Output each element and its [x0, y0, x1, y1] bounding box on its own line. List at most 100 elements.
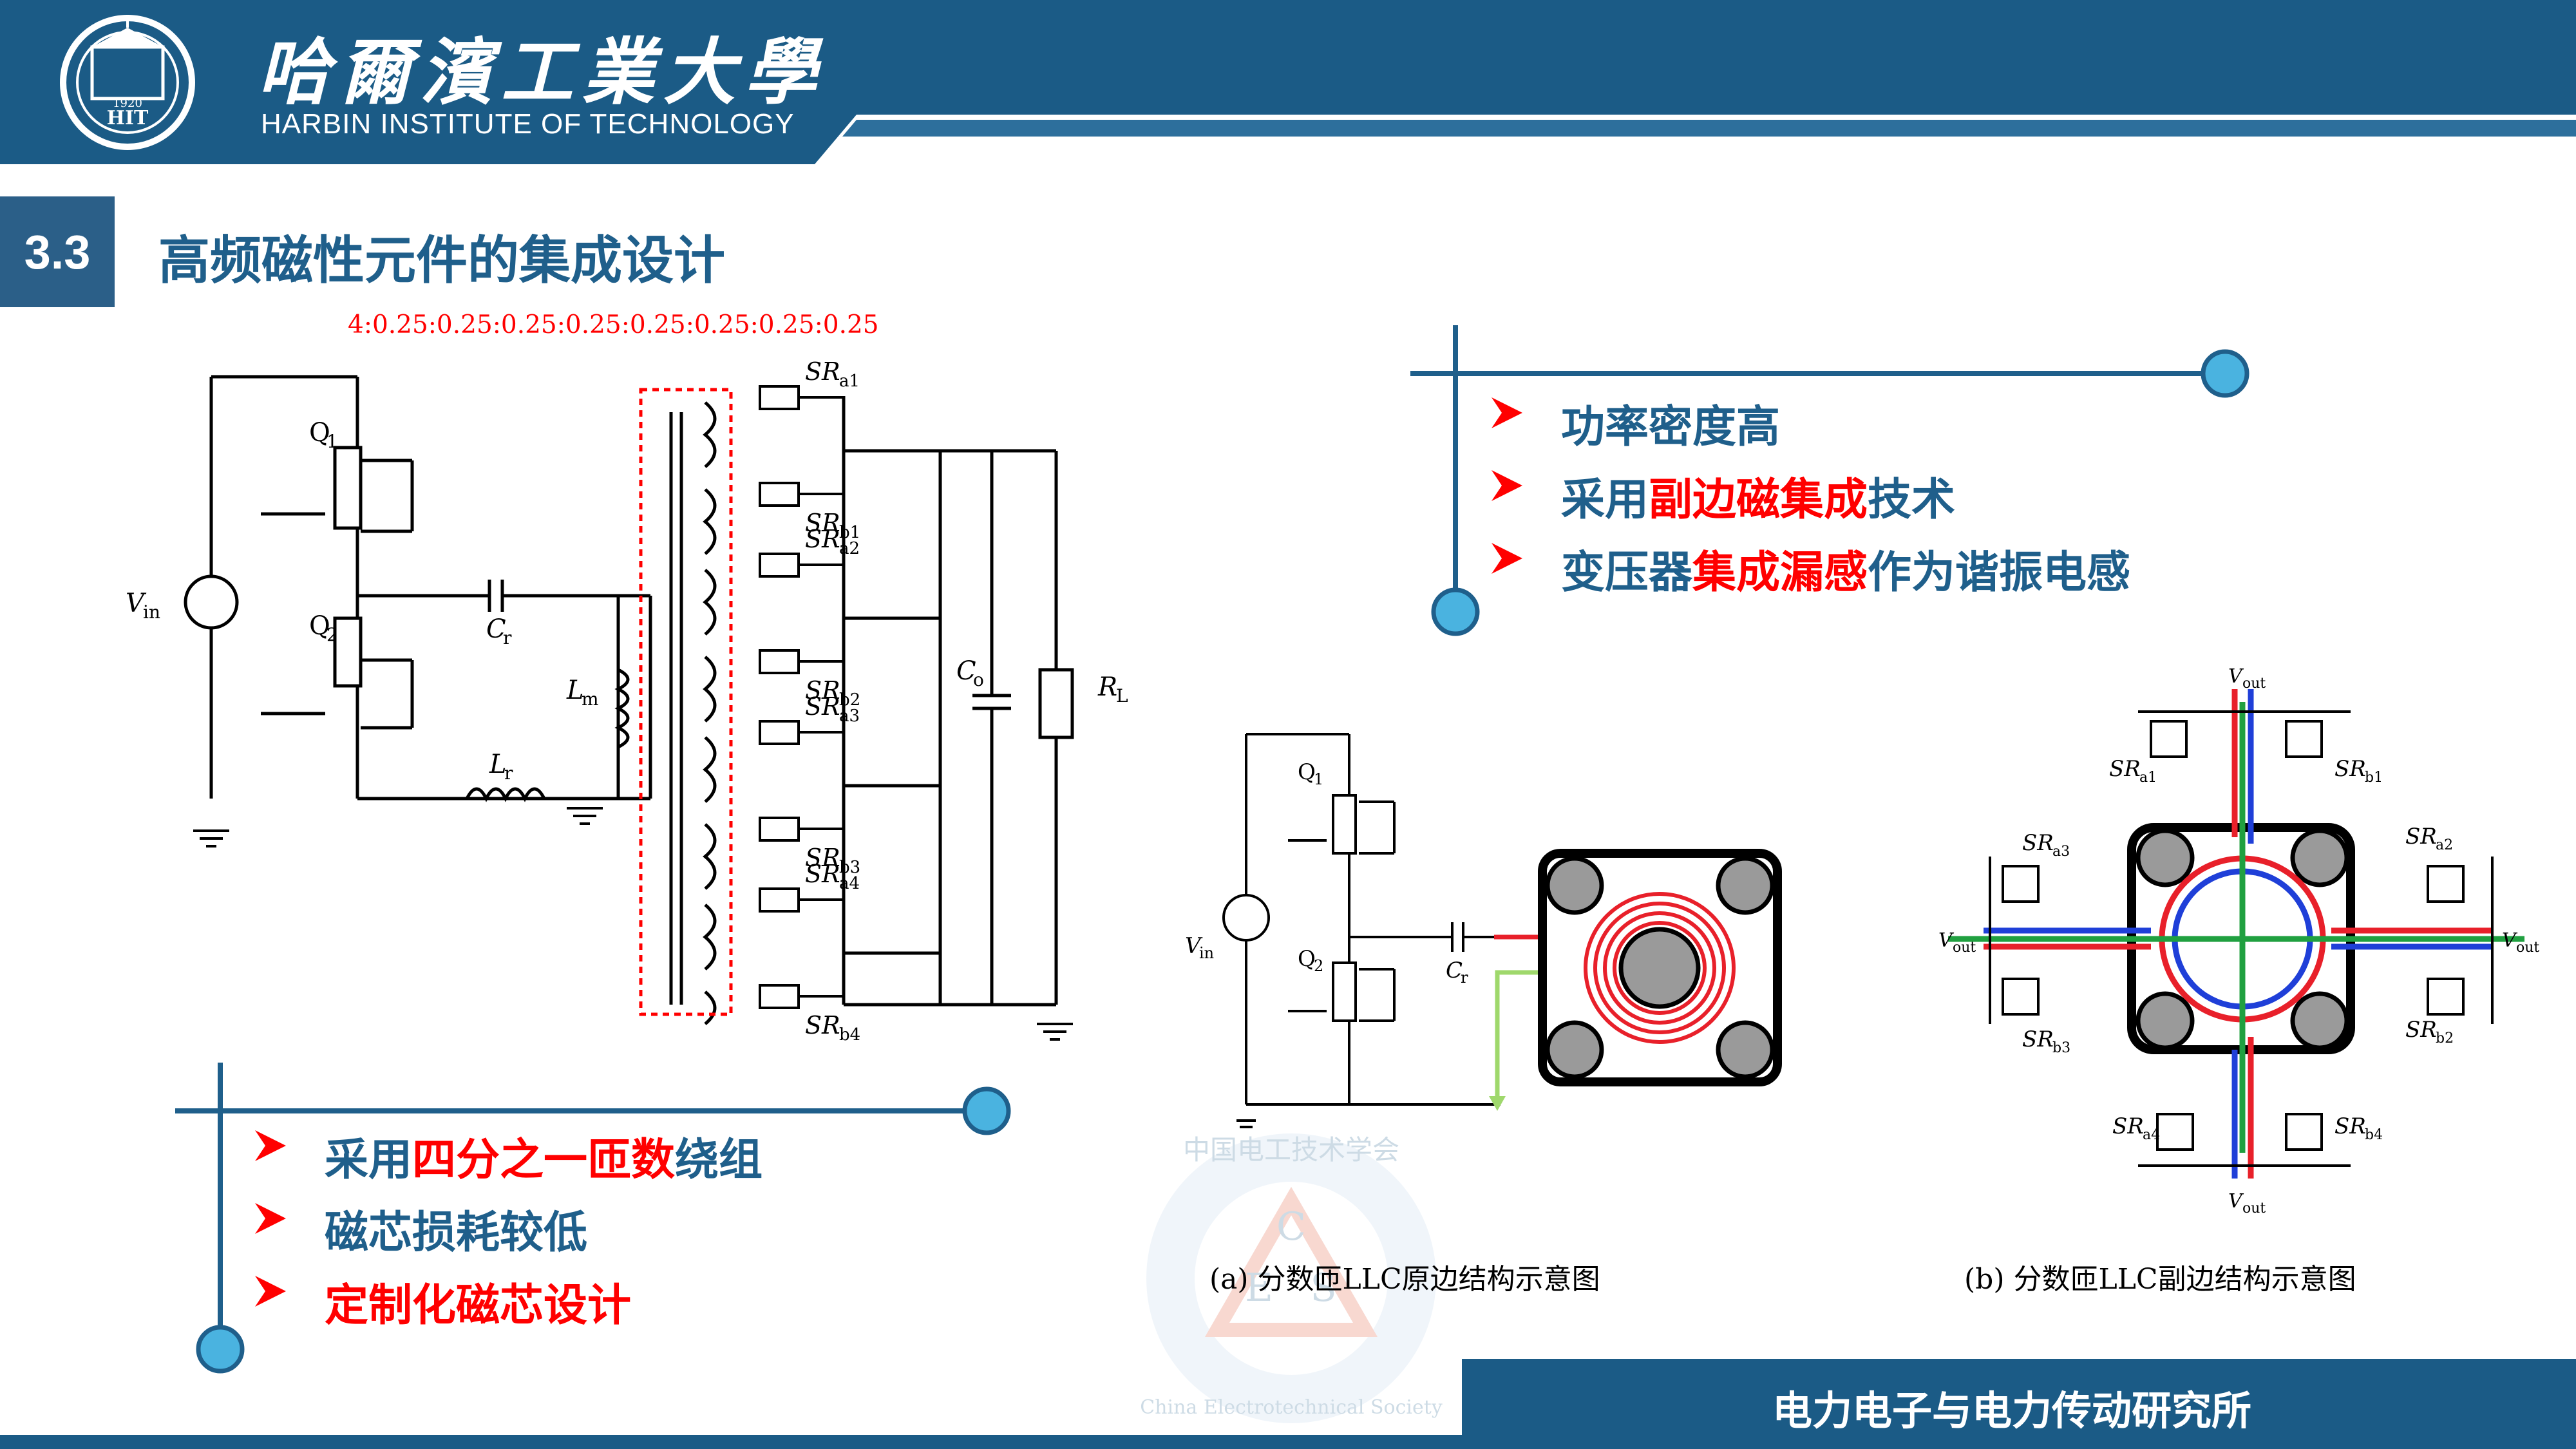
- highlight-text: 定制化磁芯设计: [325, 1280, 632, 1331]
- label-sr-b-a2: SR: [2405, 824, 2437, 849]
- label-q1-a: Q: [1298, 759, 1316, 785]
- label-vout-top-sub: out: [2242, 676, 2266, 692]
- label-lm: L: [566, 676, 584, 705]
- label-lr-sub: r: [504, 762, 513, 784]
- institute-name: 电力电子与电力传动研究所: [1772, 1387, 2252, 1434]
- label-sr-a1: SR: [805, 357, 840, 386]
- header-background: [0, 0, 2576, 164]
- highlight-text: 四分之一匝数: [412, 1135, 676, 1186]
- label-q1-a-sub: 1: [1314, 770, 1323, 788]
- label-q2-a-sub: 2: [1314, 957, 1323, 975]
- label-vout-left-sub: out: [1953, 940, 1976, 956]
- integrated-winding-highlight: [639, 388, 733, 1016]
- label-vout-left: V: [1938, 929, 1955, 952]
- label-vin: V: [126, 589, 147, 618]
- label-sr-a4: SR: [805, 860, 840, 888]
- arrow-bullet-icon: [1492, 397, 1522, 428]
- label-sr-sub-a4: a4: [839, 874, 860, 893]
- footer-bar: [0, 1359, 2576, 1449]
- section-number: 3.3: [0, 196, 115, 307]
- label-sr-b1: SR: [805, 509, 840, 537]
- bullet-text-part: 作为谐振电感: [1868, 547, 2131, 598]
- bullet-text-part: 技术: [1868, 475, 1956, 526]
- label-q2-a: Q: [1298, 946, 1316, 972]
- bullet-text: 定制化磁芯设计: [325, 1269, 631, 1333]
- bullet-frame-bottom: [175, 1063, 1011, 1374]
- llc-circuit-diagram: V in Q 1 Q 2 C r L r L m C o R L SRa1SRb…: [126, 357, 1128, 1045]
- bullet-text: 磁芯损耗较低: [325, 1197, 587, 1260]
- label-sr-b2: SR: [805, 676, 840, 705]
- label-sr-b-b4: SR: [2334, 1113, 2366, 1139]
- label-sr-b-sub-a4: a4: [2143, 1127, 2160, 1143]
- label-sr-b-sub-a2: a2: [2436, 837, 2453, 853]
- arrow-bullet-icon: [255, 1276, 286, 1307]
- label-sr-sub-a3: a3: [839, 706, 860, 726]
- label-cr-sub: r: [503, 627, 512, 649]
- arrow-bullet-icon: [255, 1130, 286, 1161]
- label-cr-a: C: [1446, 958, 1463, 983]
- label-vin-a-sub: in: [1199, 944, 1214, 962]
- university-name-en: HARBIN INSTITUTE OF TECHNOLOGY: [261, 108, 795, 140]
- label-sr-b-sub-b1: b1: [2365, 770, 2383, 786]
- header-bar: HIT 1920 哈爾濱工業大學 HARBIN INSTITUTE OF TEC…: [0, 0, 2576, 164]
- label-q2: Q: [309, 611, 330, 641]
- label-vin-sub: in: [143, 601, 160, 623]
- bullet-text-part: 变压器: [1561, 547, 1693, 598]
- label-sr-sub-b3: b3: [839, 858, 860, 877]
- bullet-text-part: 功率密度高: [1561, 402, 1781, 453]
- label-sr-sub-a1: a1: [839, 372, 860, 391]
- label-sr-b-sub-b2: b2: [2436, 1030, 2454, 1046]
- arrow-bullet-icon: [1492, 543, 1522, 574]
- bullet-frame-top: [1410, 325, 2249, 636]
- label-vout-bottom-sub: out: [2242, 1200, 2266, 1217]
- label-sr-a2: SR: [805, 525, 840, 553]
- arrow-bullet-icon: [255, 1203, 286, 1234]
- label-sr-sub-b4: b4: [839, 1025, 860, 1045]
- watermark-ring-en: China Electrotechnical Society: [1140, 1396, 1443, 1419]
- label-sr-b3: SR: [805, 844, 840, 872]
- label-lm-sub: m: [582, 688, 599, 710]
- watermark-ring-cn: 中国电工技术学会: [1183, 1134, 1399, 1166]
- label-sr-b-sub-a1: a1: [2139, 770, 2157, 786]
- label-sr-b-b2: SR: [2405, 1017, 2437, 1043]
- label-sr-b-b1: SR: [2334, 756, 2366, 782]
- watermark-letter-s: S: [1310, 1265, 1336, 1311]
- caption-primary: (a) 分数匝LLC原边结构示意图: [1209, 1263, 1600, 1296]
- university-logo: HIT 1920: [60, 15, 195, 150]
- label-vout-top: V: [2228, 665, 2244, 688]
- label-sr-a3: SR: [805, 692, 840, 721]
- bullet-text-part: 磁芯损耗较低: [325, 1208, 588, 1258]
- label-vout-bottom: V: [2228, 1190, 2244, 1213]
- label-co: C: [956, 656, 976, 686]
- bullet-text-part: 采用: [1561, 475, 1649, 526]
- bullet-text: 功率密度高: [1561, 391, 1780, 455]
- bullet-text: 变压器集成漏感作为谐振电感: [1561, 536, 2130, 600]
- label-vout-right: V: [2502, 929, 2518, 952]
- label-sr-sub-b2: b2: [839, 690, 860, 710]
- label-q1: Q: [309, 418, 330, 448]
- label-q1-sub: 1: [327, 431, 338, 452]
- logo-year: 1920: [113, 97, 142, 110]
- label-sr-b-a1: SR: [2109, 756, 2141, 782]
- section-title: 高频磁性元件的集成设计: [158, 231, 725, 290]
- label-sr-b-b3: SR: [2022, 1027, 2054, 1052]
- watermark-letter-c: C: [1276, 1204, 1306, 1249]
- label-co-sub: o: [973, 669, 984, 690]
- label-sr-sub-b1: b1: [839, 523, 860, 542]
- label-lr: L: [489, 750, 507, 779]
- arrow-bullet-icon: [1492, 470, 1522, 501]
- label-cr: C: [486, 614, 506, 644]
- label-q2-sub: 2: [327, 624, 338, 645]
- label-sr-b-sub-a3: a3: [2052, 844, 2070, 860]
- label-vout-right-sub: out: [2516, 940, 2539, 956]
- ces-watermark: C E S 中国电工技术学会 China Electrotechnical So…: [1140, 1133, 1443, 1423]
- primary-structure-diagram: V in Q 1 Q 2 C r: [1185, 733, 1782, 1128]
- label-cr-a-sub: r: [1461, 969, 1468, 987]
- label-sr-b4: SR: [805, 1011, 840, 1039]
- label-sr-b-sub-b4: b4: [2365, 1127, 2383, 1143]
- bullet-text: 采用副边磁集成技术: [1561, 464, 1955, 527]
- university-name-cn: 哈爾濱工業大學: [258, 30, 826, 115]
- label-sr-sub-a2: a2: [839, 539, 860, 558]
- watermark-letter-e: E: [1245, 1265, 1273, 1311]
